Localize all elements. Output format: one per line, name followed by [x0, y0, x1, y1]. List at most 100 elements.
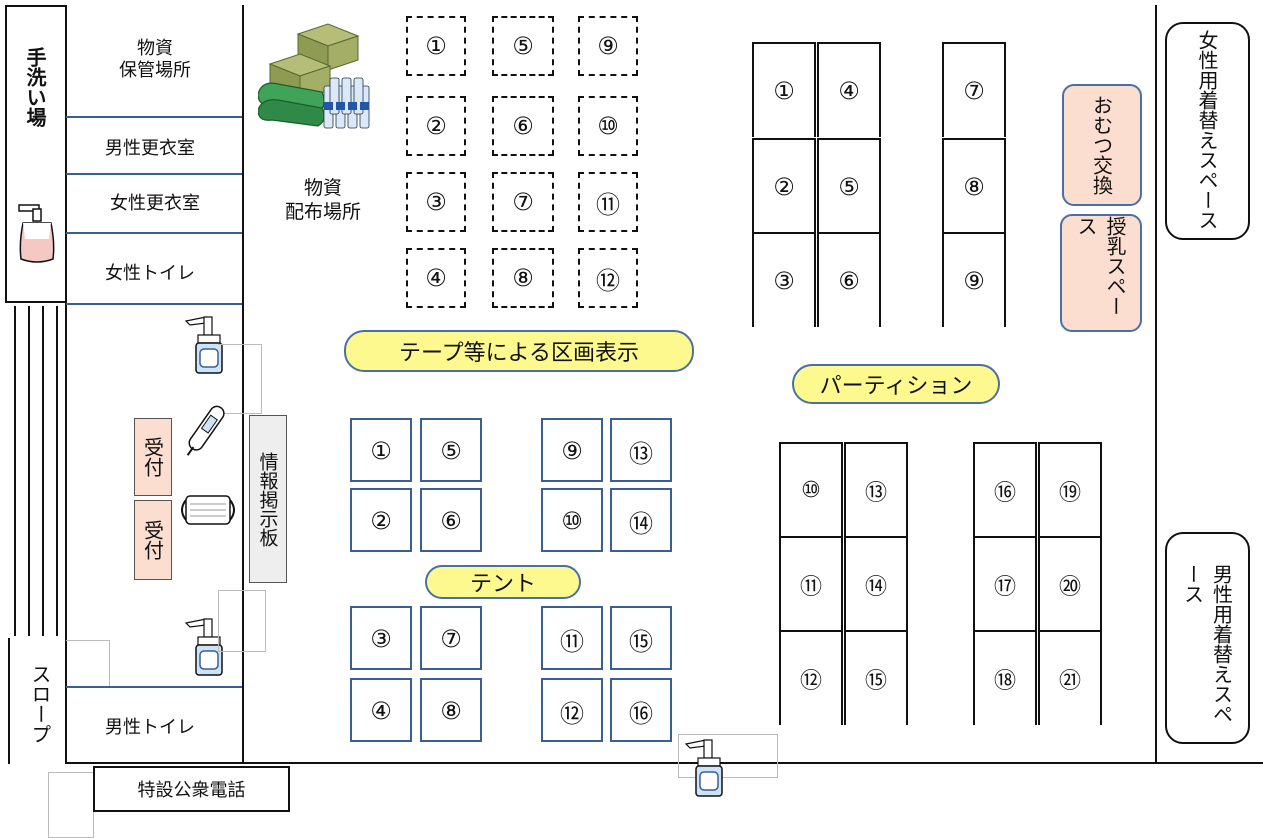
nursing-label: 授乳スペース [1074, 216, 1127, 316]
door-mark [678, 734, 778, 778]
phone-label: 特設公衆電話 [137, 780, 246, 801]
tent-cell: ⑮ [610, 606, 672, 670]
tape-area-cell: ⑤ [492, 16, 554, 76]
tape-area-cell: ⑨ [578, 16, 638, 76]
tape-area-cell: ② [406, 96, 466, 156]
tent-pill: テント [425, 565, 581, 599]
mask-icon [181, 495, 235, 525]
tape-area-cell: ① [406, 16, 466, 76]
female-toilet-label: 女性トイレ [105, 263, 195, 284]
tape-area-cell: ③ [406, 172, 466, 232]
tent-cell: ③ [350, 606, 412, 670]
door-mark [218, 344, 262, 414]
supplies-icon [258, 23, 370, 129]
tent-cell: ⑦ [420, 606, 482, 670]
tape-area-cell: ⑦ [492, 172, 554, 232]
male-dressing-space: 男性用着替えスペース [1165, 532, 1250, 744]
tent-cell: ⑫ [541, 678, 603, 742]
tape-area-cell: ⑧ [492, 248, 554, 308]
tent-cell: ⑧ [420, 678, 482, 742]
sanitizer-icon [184, 618, 223, 676]
male-toilet-label: 男性トイレ [105, 717, 195, 738]
partition-label: パーティション [819, 374, 973, 399]
handwash-area: 手洗い場 [5, 5, 67, 303]
sanitizer-icon [184, 316, 223, 374]
tent-cell: ⑬ [610, 418, 672, 482]
reception-desk: 受付 [134, 500, 172, 580]
partition-pill: パーティション [792, 364, 1000, 404]
wall-line [65, 762, 1263, 764]
partition-cell: ⑩ [779, 442, 843, 537]
partition-cell: ⑭ [844, 536, 908, 631]
partition-cell: ④ [817, 42, 881, 137]
room-divider [66, 686, 242, 688]
tent-cell: ① [350, 418, 412, 482]
partition-cell: ③ [752, 232, 816, 327]
tape-pill: テープ等による区画表示 [344, 330, 694, 372]
partition-cell: ⑮ [844, 630, 908, 725]
female-dressing-space: 女性用着替えスペース [1165, 22, 1250, 240]
partition-cell: ⑳ [1038, 536, 1102, 631]
tent-cell: ⑭ [610, 488, 672, 552]
diaper-label: おむつ交換 [1089, 95, 1114, 195]
tent-cell: ⑥ [420, 488, 482, 552]
partition-cell: ⑫ [779, 630, 843, 725]
sanitizer-icon [684, 739, 723, 797]
partition-cell: ㉑ [1038, 630, 1102, 725]
slope-label: スロープ [28, 664, 52, 744]
tent-cell: ④ [350, 678, 412, 742]
tent-label: テント [469, 572, 536, 597]
nursing-area: 授乳スペース [1060, 214, 1142, 332]
male-changing-label: 男性更衣室 [105, 138, 195, 159]
wall-line [1155, 5, 1157, 762]
partition-cell: ⑲ [1038, 442, 1102, 537]
tape-area-cell: ⑫ [578, 248, 638, 308]
partition-cell: ⑰ [973, 536, 1037, 631]
phone-box: 特設公衆電話 [93, 766, 290, 812]
soap-bottle-icon [18, 204, 55, 263]
storage-label: 物資 保管場所 [119, 38, 191, 81]
partition-cell: ⑤ [817, 138, 881, 233]
female-changing-label: 女性更衣室 [110, 193, 200, 214]
tape-area-cell: ⑪ [578, 172, 638, 232]
door-mark [48, 772, 94, 838]
room-divider [66, 303, 242, 305]
tent-cell: ⑪ [541, 606, 603, 670]
wall-line [65, 5, 67, 762]
info-board-label: 情報掲示板 [256, 451, 279, 547]
female-dressing-label: 女性用着替えスペース [1195, 30, 1219, 230]
partition-cell: ⑬ [844, 442, 908, 537]
room-divider [66, 116, 242, 118]
tent-cell: ② [350, 488, 412, 552]
distribution-label: 物資 配布場所 [284, 177, 361, 223]
tape-area-cell: ⑥ [492, 96, 554, 156]
reception-desk: 受付 [134, 418, 172, 496]
stairs [14, 306, 68, 636]
room-divider [66, 232, 242, 234]
door-mark [66, 640, 110, 688]
reception-label: 受付 [140, 520, 165, 560]
partition-cell: ① [752, 42, 816, 137]
tent-cell: ⑤ [420, 418, 482, 482]
tape-area-cell: ⑩ [578, 96, 638, 156]
thermometer-icon [186, 405, 225, 456]
diaper-change-area: おむつ交換 [1062, 84, 1142, 206]
partition-cell: ⑨ [942, 232, 1006, 327]
partition-cell: ⑦ [942, 42, 1006, 137]
door-mark [218, 590, 266, 652]
tent-cell: ⑯ [610, 678, 672, 742]
partition-cell: ⑯ [973, 442, 1037, 537]
partition-cell: ⑪ [779, 536, 843, 631]
partition-cell: ⑱ [973, 630, 1037, 725]
info-board: 情報掲示板 [249, 415, 287, 583]
room-divider [66, 173, 242, 175]
tape-area-cell: ④ [406, 248, 466, 308]
partition-cell: ⑥ [817, 232, 881, 327]
slope-area: スロープ [8, 638, 66, 764]
tape-label: テープ等による区画表示 [398, 341, 640, 366]
partition-cell: ② [752, 138, 816, 233]
tent-cell: ⑨ [541, 418, 603, 482]
partition-cell: ⑧ [942, 138, 1006, 233]
handwash-label: 手洗い場 [23, 47, 47, 127]
wall-line [242, 5, 244, 762]
